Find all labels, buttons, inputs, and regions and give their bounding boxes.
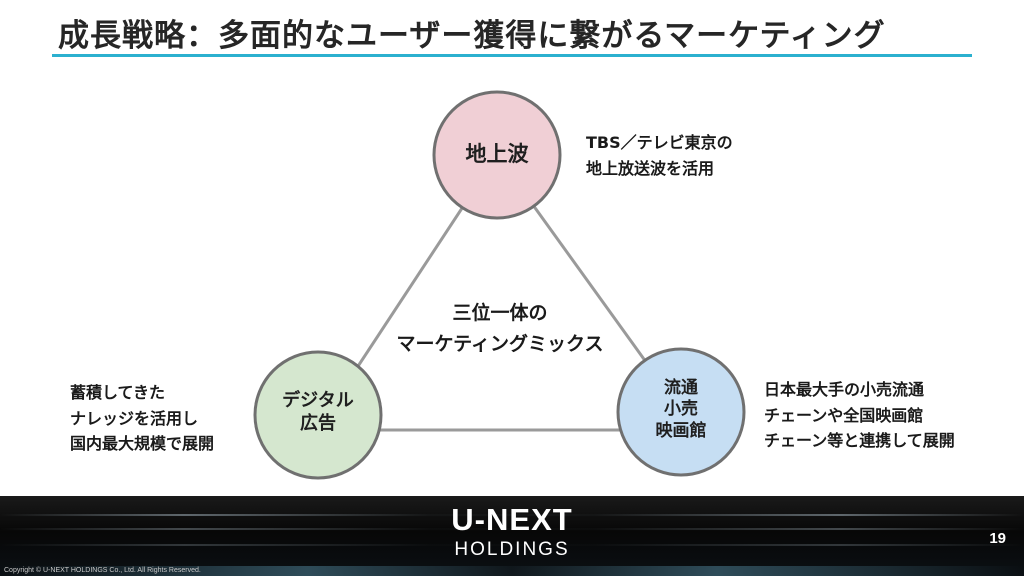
footer-banner: U-NEXT HOLDINGS 19 Copyright © U-NEXT HO… <box>0 496 1024 576</box>
note-top: TBS／テレビ東京の 地上放送波を活用 <box>586 133 733 178</box>
copyright-notice: Copyright © U-NEXT HOLDINGS Co., Ltd. Al… <box>4 567 201 574</box>
footer-light-streak <box>0 544 1024 546</box>
center-label-line2: マーケティングミックス <box>396 332 604 355</box>
footer-light-streak <box>0 528 1024 530</box>
center-label-line1: 三位一体の <box>452 302 548 324</box>
company-logo-subtext: HOLDINGS <box>454 539 570 560</box>
node-left-label-line1: デジタル <box>282 390 354 411</box>
node-right-label-line2: 小売 <box>664 399 698 420</box>
footer-glow <box>0 566 1024 576</box>
node-left-circle <box>253 350 383 480</box>
marketing-mix-diagram <box>253 90 746 480</box>
node-top-label: 地上波 <box>465 142 529 166</box>
node-top-circle <box>432 90 562 220</box>
slide-title: 成長戦略：多面的なユーザー獲得に繋がるマーケティング <box>58 18 886 54</box>
node-right-label: 流通 小売 映画館 <box>621 378 741 442</box>
center-label: 三位一体の マーケティングミックス <box>350 298 650 360</box>
title-underline <box>52 54 972 57</box>
note-right: 日本最大手の小売流通 チェーンや全国映画館 チェーン等と連携して展開 <box>764 380 955 451</box>
node-left-label-line2: 広告 <box>300 412 336 434</box>
node-right-label-line1: 流通 <box>664 378 698 398</box>
page-number: 19 <box>989 530 1006 547</box>
node-left-label: デジタル 広告 <box>258 390 378 435</box>
footer-light-streak <box>0 514 1024 516</box>
note-left: 蓄積してきた ナレッジを活用し 国内最大規模で展開 <box>70 383 215 454</box>
company-logo-wordmark: U-NEXT <box>451 502 573 537</box>
node-right-label-line3: 映画館 <box>655 420 707 441</box>
node-right-circle <box>616 347 746 477</box>
